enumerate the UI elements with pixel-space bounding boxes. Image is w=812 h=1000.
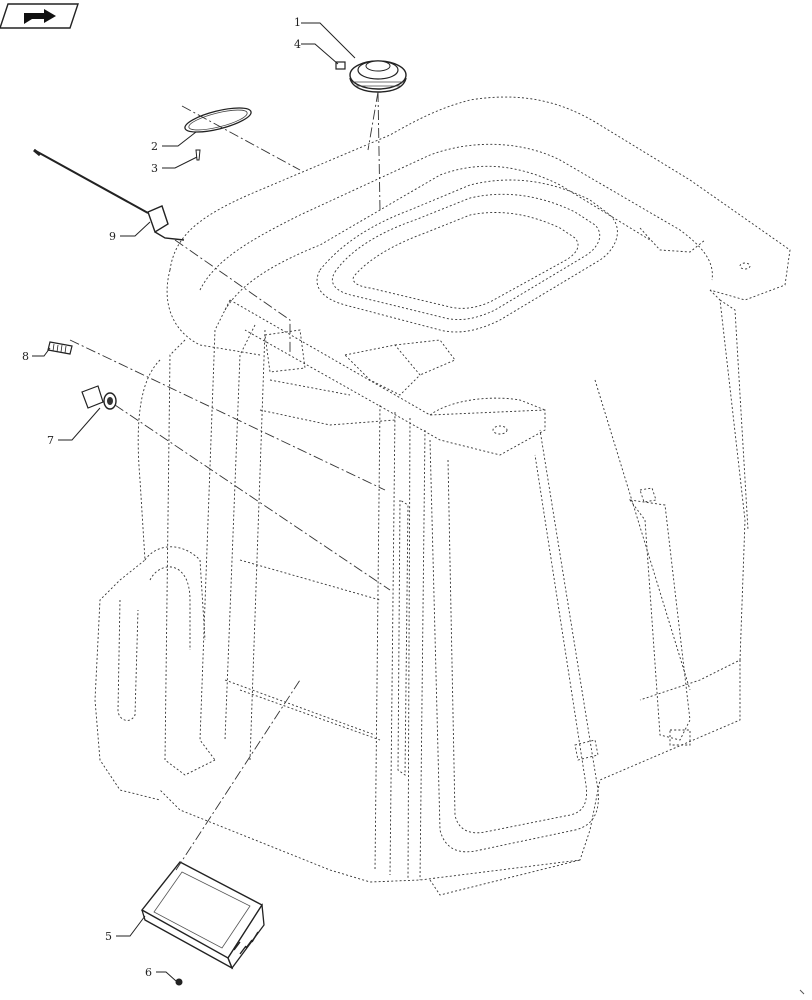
connector-part-8[interactable]: [47, 341, 73, 355]
callouts: 1 4 2 3 9 8 7 5 6: [22, 16, 356, 982]
callout-label-8: 8: [22, 350, 29, 363]
clip-part-4[interactable]: [335, 61, 346, 70]
trim-ring-part-2[interactable]: [183, 103, 253, 137]
cab-outline: [94, 96, 791, 896]
antenna-part-9[interactable]: [33, 148, 185, 241]
callout-label-4: 4: [294, 38, 301, 51]
callout-label-6: 6: [145, 966, 152, 979]
callout-label-1: 1: [294, 16, 301, 29]
callout-label-3: 3: [151, 162, 158, 175]
return-arrow-icon[interactable]: [0, 3, 79, 29]
callout-label-9: 9: [109, 230, 116, 243]
radio-unit-part-5[interactable]: [140, 861, 265, 970]
assembly-centerlines: [69, 91, 391, 871]
callout-label-2: 2: [151, 140, 158, 153]
callout-label-7: 7: [47, 434, 54, 447]
corner-mark: [799, 989, 805, 995]
power-socket-part-7[interactable]: [81, 385, 117, 410]
speaker-part-1[interactable]: [349, 60, 407, 93]
callout-label-5: 5: [105, 930, 112, 943]
screw-part-3[interactable]: [195, 149, 201, 161]
nut-part-6[interactable]: [175, 978, 183, 986]
